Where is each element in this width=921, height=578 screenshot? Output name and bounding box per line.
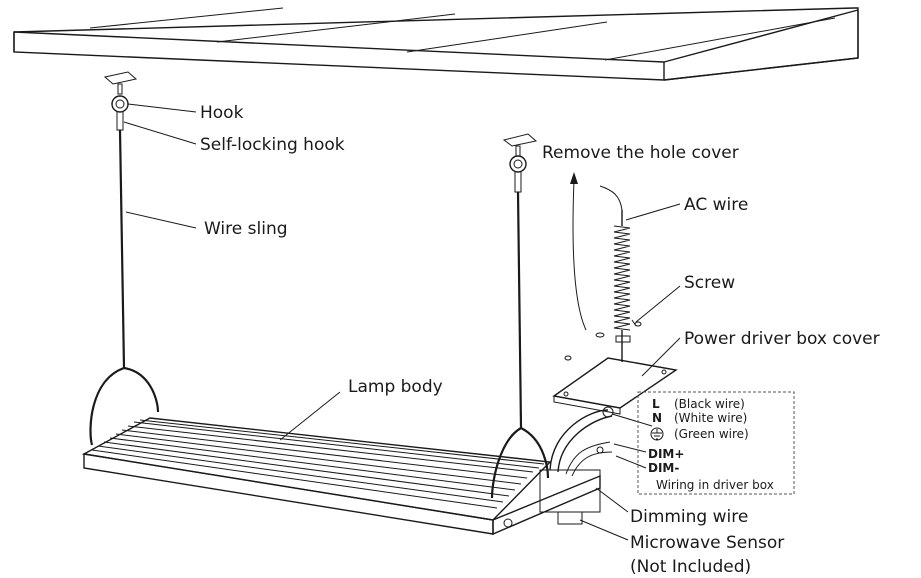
label-remove-hole-cover: Remove the hole cover (542, 143, 739, 163)
remove-cover-arrow (564, 172, 605, 361)
label-microwave-sensor: Microwave Sensor (630, 533, 784, 553)
label-lamp-body: Lamp body (348, 377, 443, 397)
left-hook (103, 71, 138, 369)
right-sling-bow-right (520, 427, 550, 479)
left-sling-bow-left (89, 366, 125, 446)
microwave-sensor-shape (557, 511, 583, 525)
label-hook: Hook (200, 103, 244, 123)
label-not-included: (Not Included) (630, 557, 751, 577)
label-dimming-wire: Dimming wire (630, 507, 748, 527)
label-power-driver-box-cover: Power driver box cover (684, 329, 880, 349)
label-ac-wire: AC wire (684, 195, 748, 215)
wiring-legend-box (637, 391, 795, 495)
wire-n-desc: (White wire) (674, 411, 747, 425)
wire-g-desc: (Green wire) (674, 427, 749, 441)
right-sling-bow-left (490, 427, 522, 499)
label-wire-sling: Wire sling (204, 219, 288, 239)
screw (631, 319, 642, 327)
wire-n: N (652, 411, 662, 425)
ground-icon (650, 427, 664, 441)
wire-l-desc: (Black wire) (674, 397, 745, 411)
wiring-box-title: Wiring in driver box (656, 478, 774, 492)
wire-l: L (652, 397, 660, 411)
ceiling (13, 7, 859, 81)
leader-lines (123, 103, 681, 541)
lamp-body (81, 417, 601, 536)
ac-wire (599, 185, 631, 362)
wire-dim-minus: DIM- (648, 461, 679, 475)
label-self-locking-hook: Self-locking hook (200, 135, 345, 155)
wire-dim-plus: DIM+ (648, 447, 684, 461)
label-screw: Screw (684, 273, 735, 293)
left-sling-bow-right (123, 366, 160, 413)
right-hook (502, 133, 538, 429)
driver-box-cover (552, 357, 678, 415)
driver-wires (549, 406, 614, 477)
